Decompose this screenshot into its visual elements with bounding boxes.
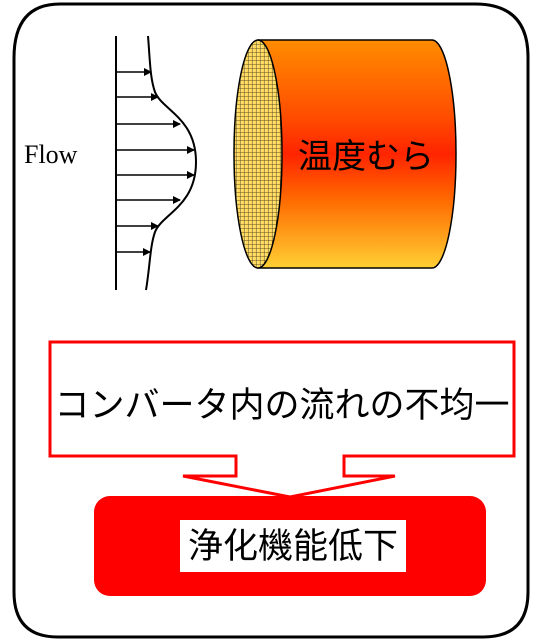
velocity-curve bbox=[145, 35, 198, 291]
flow-profile: Flow bbox=[24, 35, 198, 291]
result-text-bg bbox=[180, 520, 406, 572]
cylinder-mesh-face bbox=[233, 39, 283, 269]
converter-cylinder: 温度むら bbox=[233, 39, 457, 269]
cylinder-body bbox=[257, 39, 457, 269]
callout: コンバータ内の流れの不均一 bbox=[48, 340, 516, 499]
callout-text: コンバータ内の流れの不均一 bbox=[54, 386, 509, 426]
result-box: 浄化機能低下 bbox=[94, 496, 486, 596]
flow-label: Flow bbox=[24, 140, 78, 169]
result-text: 浄化機能低下 bbox=[188, 527, 398, 567]
callout-shape bbox=[48, 340, 516, 499]
cylinder-label: 温度むら bbox=[298, 137, 434, 177]
